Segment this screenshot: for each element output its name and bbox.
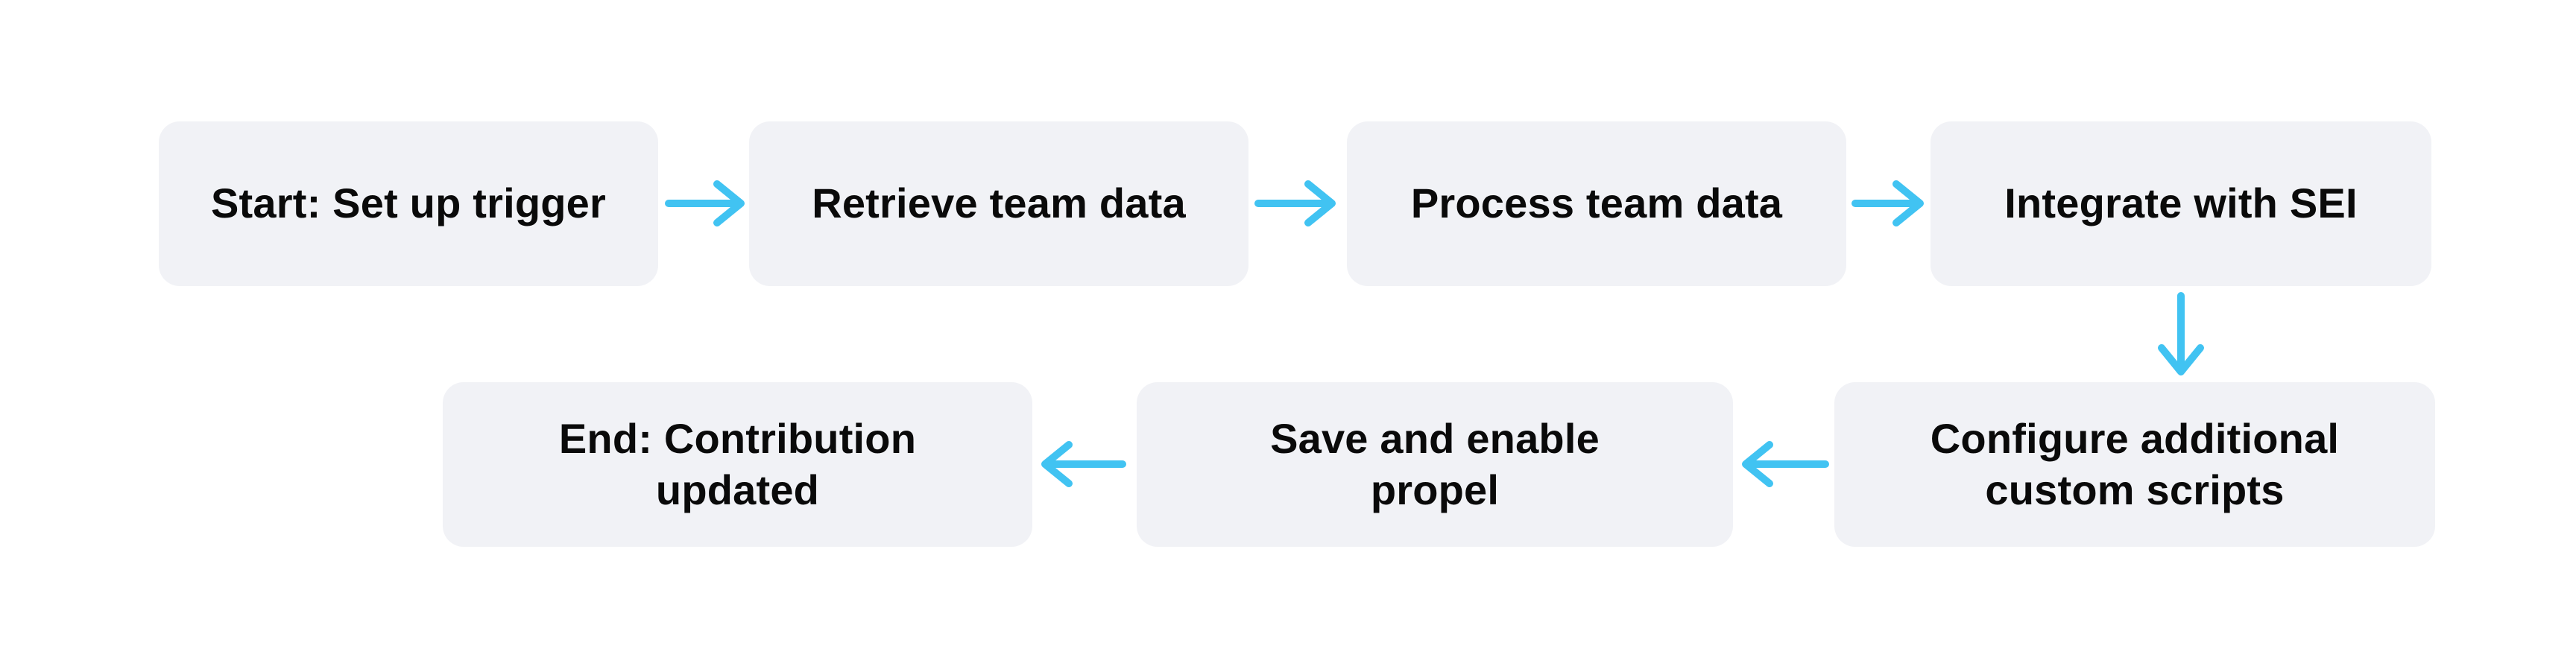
edge-retrieve-to-process-arrow [1254,180,1336,226]
flow-node-save-and-enable-propel: Save and enable propel [1137,382,1733,547]
flow-node-label: Configure additional custom scripts [1930,415,2340,513]
flow-node-label: Save and enable propel [1270,415,1600,513]
edge-save-to-end-arrow [1041,441,1126,487]
edge-integrate-to-configure-arrow [2158,292,2204,375]
flow-node-end: End: Contribution updated [443,382,1032,547]
flow-node-label: Retrieve team data [812,180,1186,227]
flow-node-configure-custom-scripts: Configure additional custom scripts [1834,382,2435,547]
flow-node-start: Start: Set up trigger [159,121,658,286]
flow-node-process-team-data: Process team data [1347,121,1846,286]
flow-node-label: Process team data [1410,180,1783,227]
edge-start-to-retrieve-arrow [665,180,745,226]
flow-node-integrate-with-sei: Integrate with SEI [1931,121,2431,286]
flow-node-label: End: Contribution updated [558,415,917,513]
flow-node-label: Start: Set up trigger [210,180,607,227]
flow-node-label: Integrate with SEI [2004,180,2358,227]
edge-process-to-integrate-arrow [1852,180,1924,226]
edge-configure-to-save-arrow [1742,441,1829,487]
flow-node-retrieve-team-data: Retrieve team data [749,121,1248,286]
